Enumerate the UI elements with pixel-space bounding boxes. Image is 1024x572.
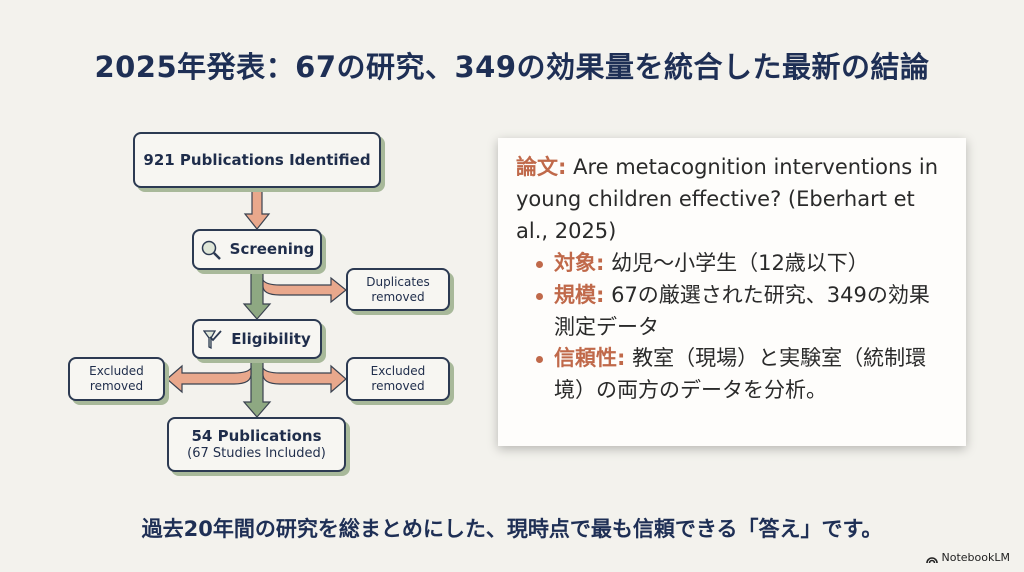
detail-label: 信頼性: <box>554 346 626 371</box>
filter-check-icon <box>203 330 222 350</box>
arrow-to-duplicates <box>262 276 347 304</box>
brand-label: NotebookLM <box>941 551 1010 564</box>
arrow-identified-to-screening <box>243 187 271 230</box>
paper-citation: 論文: Are metacognition interventions in y… <box>516 152 948 248</box>
detail-text: 67の厳選された研究、349の効果測定データ <box>554 282 930 339</box>
paper-label: 論文: <box>516 155 567 179</box>
duplicates-line2: removed <box>371 289 425 304</box>
screening-box: Screening <box>192 229 322 270</box>
arrow-to-excluded-right <box>262 364 347 394</box>
included-sub: (67 Studies Included) <box>187 445 326 461</box>
excluded-left-line1: Excluded <box>89 364 144 378</box>
identified-box: 921 Publications Identified <box>133 132 381 188</box>
duplicates-line1: Duplicates <box>366 274 430 289</box>
detail-item-scale: 規模: 67の厳選された研究、349の効果測定データ <box>534 280 948 344</box>
notebooklm-logo: NotebookLM <box>925 551 1010 564</box>
screening-label: Screening <box>229 240 315 259</box>
detail-item-target: 対象: 幼児〜小学生（12歳以下） <box>534 248 948 280</box>
included-main: 54 Publications <box>191 427 322 445</box>
detail-label: 対象: <box>554 250 605 275</box>
detail-text: 幼児〜小学生（12歳以下） <box>604 250 869 275</box>
eligibility-label: Eligibility <box>231 329 311 348</box>
detail-item-reliability: 信頼性: 教室（現場）と実験室（統制環境）の両方のデータを分析。 <box>534 343 948 407</box>
paper-details-list: 対象: 幼児〜小学生（12歳以下） 規模: 67の厳選された研究、349の効果測… <box>534 248 948 408</box>
arrow-eligibility-to-included <box>242 358 272 418</box>
magnifier-icon <box>201 240 221 260</box>
excluded-right-line2: removed <box>371 379 425 393</box>
eligibility-box: Eligibility <box>192 319 322 359</box>
slide-footer: 過去20年間の研究を総まとめにした、現時点で最も信頼できる「答え」です。 <box>141 517 883 541</box>
arrow-to-excluded-left <box>166 364 252 394</box>
slide-title: 2025年発表：67の研究、349の効果量を統合した最新の結論 <box>94 50 930 84</box>
detail-text: 教室（現場）と実験室（統制環境）の両方のデータを分析。 <box>554 346 927 403</box>
arrow-screening-to-eligibility <box>242 269 272 320</box>
paper-title: Are metacognition interventions in young… <box>516 155 939 243</box>
included-box: 54 Publications (67 Studies Included) <box>167 417 346 472</box>
detail-label: 規模: <box>554 282 605 307</box>
excluded-right-line1: Excluded <box>370 364 426 378</box>
paper-info-panel: 論文: Are metacognition interventions in y… <box>498 138 966 446</box>
identified-label: 921 Publications Identified <box>143 150 371 169</box>
notebooklm-icon <box>925 556 938 563</box>
excluded-left-line2: removed <box>89 379 144 393</box>
